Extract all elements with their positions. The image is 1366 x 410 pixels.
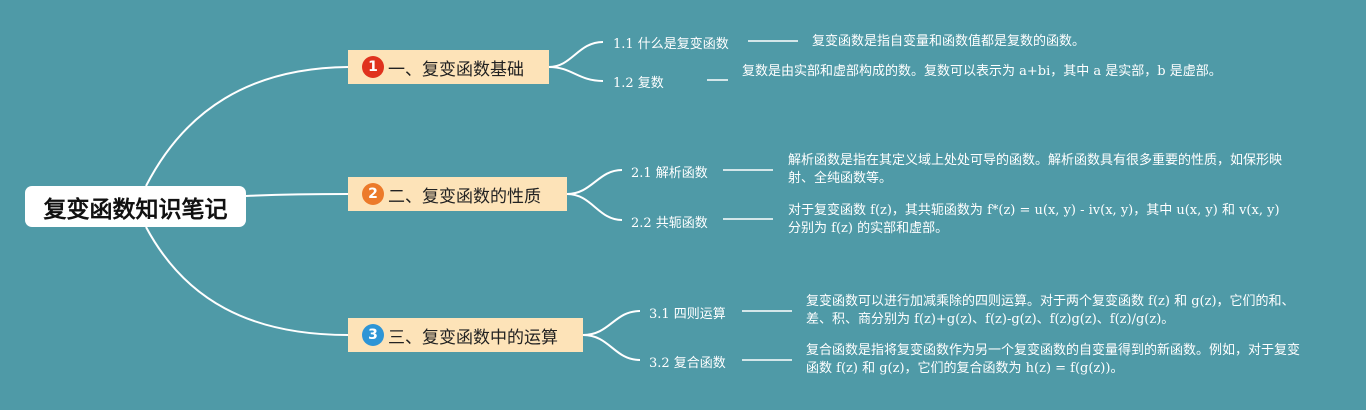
branch-label: 二、复变函数的性质 [388,186,541,207]
sub-desc-1-1: 复变函数是指自变量和函数值都是复数的函数。 [812,34,1086,49]
branch-number-badge: 2 [362,183,384,205]
branch-label: 一、复变函数基础 [388,59,524,80]
link-branch-3-sub-2 [582,334,641,361]
branch-node-1[interactable]: 1 一、复变函数基础 [348,50,549,84]
root-node[interactable]: 复变函数知识笔记 [25,186,246,227]
link-root-branch-3 [145,226,349,336]
branch-label: 三、复变函数中的运算 [388,327,558,348]
sub-node-3-2[interactable]: 3.2 复合函数 [649,356,726,371]
sub-desc-1-2: 复数是由实部和虚部构成的数。复数可以表示为 a+bi，其中 a 是实部，b 是虚… [742,64,1222,79]
sub-desc-3-1: 复变函数可以进行加减乘除的四则运算。对于两个复变函数 f(z) 和 g(z)，它… [806,294,1295,327]
link-root-branch-1 [145,66,349,187]
link-branch-2-sub-1 [566,169,623,195]
link-root-branch-2 [245,193,349,197]
sub-node-3-1[interactable]: 3.1 四则运算 [649,307,726,322]
branch-node-3[interactable]: 3 三、复变函数中的运算 [348,318,583,352]
sub-desc-2-2: 对于复变函数 f(z)，其共轭函数为 f*(z) = u(x, y) - iv(… [788,203,1280,236]
sub-desc-2-1: 解析函数是指在其定义域上处处可导的函数。解析函数具有很多重要的性质，如保形映射、… [788,153,1283,186]
link-branch-1-sub-2 [548,66,604,82]
sub-desc-3-2: 复合函数是指将复变函数作为另一个复变函数的自变量得到的新函数。例如，对于复变函数… [806,343,1301,376]
branch-number-badge: 1 [362,56,384,78]
sub-node-1-2[interactable]: 1.2 复数 [613,76,664,91]
branch-number-badge: 3 [362,324,384,346]
link-branch-2-sub-2 [566,193,623,221]
root-title: 复变函数知识笔记 [43,196,228,223]
sub-node-1-1[interactable]: 1.1 什么是复变函数 [613,37,729,52]
sub-node-2-2[interactable]: 2.2 共轭函数 [631,216,708,231]
sub-node-2-1[interactable]: 2.1 解析函数 [631,166,708,181]
link-branch-3-sub-1 [582,310,641,336]
link-branch-1-sub-1 [548,41,604,68]
branch-node-2[interactable]: 2 二、复变函数的性质 [348,177,567,211]
